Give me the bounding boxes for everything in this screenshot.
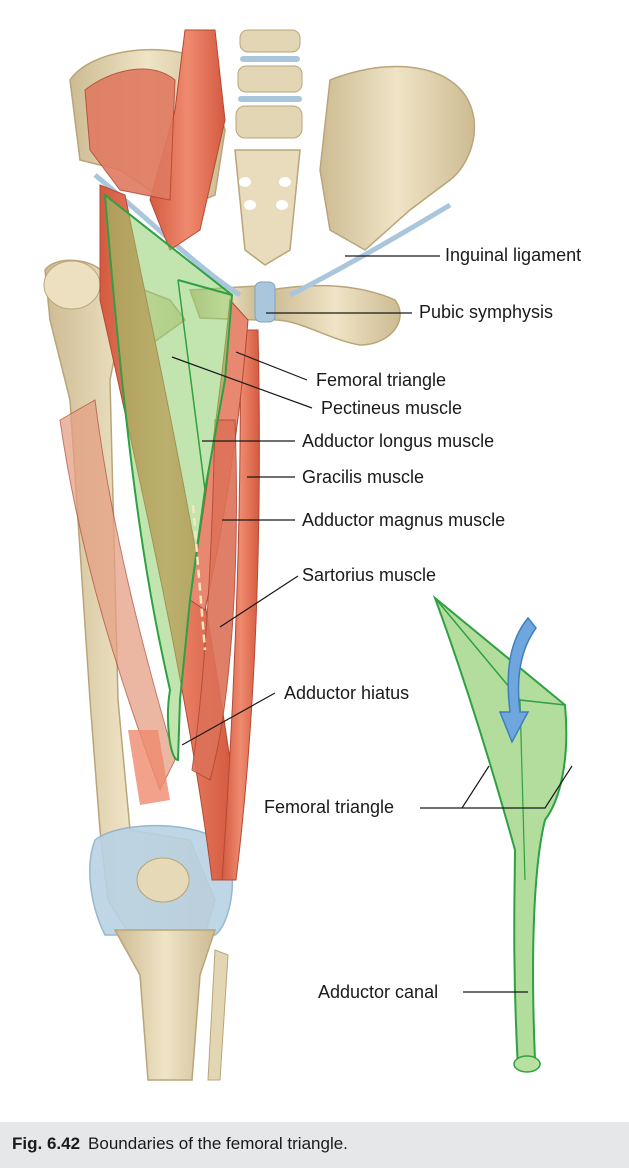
figure-caption: Fig. 6.42 Boundaries of the femoral trian… [0, 1122, 629, 1168]
label-adductor-canal: Adductor canal [318, 982, 439, 1002]
distal-quadriceps [128, 730, 170, 805]
tibia [113, 929, 217, 1081]
leader-lines [171, 255, 573, 993]
femoral-head [43, 260, 101, 310]
lumbar-spine [235, 29, 303, 210]
label-adductor-magnus-muscle: Adductor magnus muscle [302, 510, 506, 530]
anatomy-illustration [43, 29, 573, 1081]
label-gracilis-muscle: Gracilis muscle [302, 467, 425, 487]
label-femoral-triangle-inset: Femoral triangle [264, 797, 395, 817]
gracilis [221, 329, 260, 881]
label-pectineus-muscle: Pectineus muscle [321, 398, 463, 418]
femoral-triangle-overlay [103, 192, 234, 762]
pubic-symphysis-disc [254, 281, 276, 323]
inset-diagram [432, 594, 568, 1073]
label-inguinal-ligament: Inguinal ligament [445, 245, 582, 265]
sacrum [234, 149, 301, 266]
label-pubic-symphysis: Pubic symphysis [419, 302, 554, 322]
adductor-magnus [191, 419, 237, 781]
ilium-right [319, 65, 476, 251]
patella [136, 857, 190, 903]
label-sartorius-muscle: Sartorius muscle [302, 565, 437, 585]
pubic-ramus-right [269, 284, 401, 346]
label-femoral-triangle: Femoral triangle [316, 370, 447, 390]
knee [89, 824, 234, 1081]
caption-text: Boundaries of the femoral triangle. [88, 1134, 348, 1153]
figure-number: Fig. 6.42 [12, 1134, 81, 1153]
fibula [207, 949, 229, 1081]
label-adductor-hiatus: Adductor hiatus [284, 683, 410, 703]
label-adductor-longus-muscle: Adductor longus muscle [302, 431, 495, 451]
vastus [59, 399, 176, 792]
iliacus [84, 68, 176, 201]
direction-arrow [498, 616, 537, 744]
